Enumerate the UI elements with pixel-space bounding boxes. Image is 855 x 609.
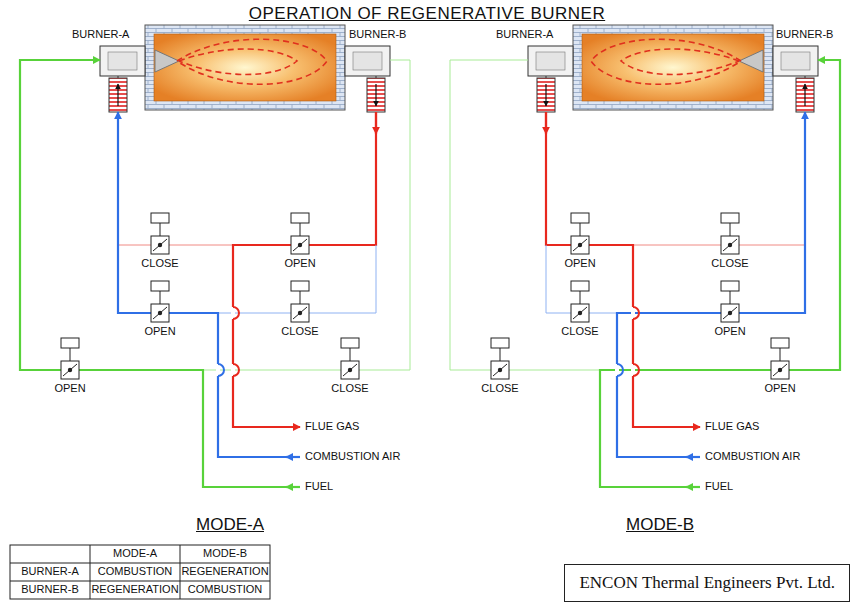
- pipe-crossover: [615, 364, 623, 376]
- pipe-line: [118, 112, 300, 457]
- flow-name: FLUE GAS: [305, 420, 359, 433]
- valve-symbol: [571, 281, 589, 322]
- pipe-line: [686, 456, 700, 458]
- valve-symbol: [151, 213, 169, 254]
- flow-name: FUEL: [305, 480, 333, 493]
- regenerator: [537, 76, 555, 112]
- diagram-title: OPERATION OF REGENERATIVE BURNER: [249, 4, 605, 24]
- pipe-crossover: [231, 307, 239, 319]
- pipe-line: [215, 245, 376, 313]
- regenerator: [109, 76, 127, 112]
- regenerator: [796, 76, 814, 112]
- pipe-line: [545, 112, 547, 134]
- table-cell: MODE-B: [203, 547, 247, 560]
- valve-state: OPEN: [564, 257, 595, 270]
- mode-title: MODE-B: [626, 515, 694, 535]
- valve-symbol: [721, 281, 739, 322]
- furnace: [528, 25, 818, 110]
- valve-state: OPEN: [54, 382, 85, 395]
- pipe-crossover: [631, 364, 639, 376]
- mode-title: MODE-A: [196, 515, 264, 535]
- regenerator: [367, 76, 385, 112]
- table-cell: MODE-A: [113, 547, 157, 560]
- pipe-line: [203, 60, 410, 370]
- table-cell: BURNER-B: [21, 583, 78, 596]
- flow-name: FLUE GAS: [705, 420, 759, 433]
- flow-name: FUEL: [705, 480, 733, 493]
- valve-symbol: [771, 338, 789, 379]
- pipe-line: [546, 112, 700, 427]
- company-box: ENCON Thermal Engineers Pvt. Ltd.: [564, 564, 850, 602]
- valve-symbol: [721, 213, 739, 254]
- flow-name: COMBUSTION AIR: [305, 450, 400, 463]
- table-cell: COMBUSTION: [98, 565, 173, 578]
- pipe-line: [375, 112, 377, 134]
- company-name: ENCON Thermal Engineers Pvt. Ltd.: [579, 573, 835, 593]
- burner-name: BURNER-B: [349, 28, 406, 41]
- pipe-line: [546, 245, 617, 313]
- pipe-line: [600, 60, 840, 487]
- valve-symbol: [291, 281, 309, 322]
- pipe-line: [233, 112, 376, 427]
- valve-symbol: [341, 338, 359, 379]
- pipe-line: [617, 112, 805, 457]
- valve-state: CLOSE: [141, 257, 178, 270]
- table-cell: REGENERATION: [181, 565, 268, 578]
- pipe-line: [686, 486, 700, 488]
- table-cell: BURNER-A: [21, 565, 78, 578]
- pipe-line: [633, 245, 805, 246]
- furnace: [100, 25, 390, 110]
- pipe-line: [118, 245, 233, 246]
- valve-symbol: [291, 213, 309, 254]
- table-cell: REGENERATION: [91, 583, 178, 596]
- valve-state: OPEN: [144, 325, 175, 338]
- valve-symbol: [491, 338, 509, 379]
- valve-state: OPEN: [764, 382, 795, 395]
- valve-state: CLOSE: [281, 325, 318, 338]
- pipe-crossover: [231, 364, 239, 376]
- burner-name: BURNER-A: [496, 28, 553, 41]
- pipe-crossover: [631, 307, 639, 319]
- valve-state: CLOSE: [331, 382, 368, 395]
- valve-symbol: [571, 213, 589, 254]
- flow-name: COMBUSTION AIR: [705, 450, 800, 463]
- valve-state: CLOSE: [481, 382, 518, 395]
- valve-state: OPEN: [714, 325, 745, 338]
- valve-state: CLOSE: [711, 257, 748, 270]
- pipe-line: [450, 60, 600, 370]
- valve-state: OPEN: [284, 257, 315, 270]
- burner-name: BURNER-B: [776, 28, 833, 41]
- pipe-line: [20, 60, 300, 487]
- table-cell: COMBUSTION: [188, 583, 263, 596]
- pipe-crossover: [216, 364, 224, 376]
- valve-state: CLOSE: [561, 325, 598, 338]
- pipe-line: [286, 486, 300, 488]
- pipe-line: [286, 456, 300, 458]
- valve-symbol: [61, 338, 79, 379]
- valve-symbol: [151, 281, 169, 322]
- burner-name: BURNER-A: [72, 28, 129, 41]
